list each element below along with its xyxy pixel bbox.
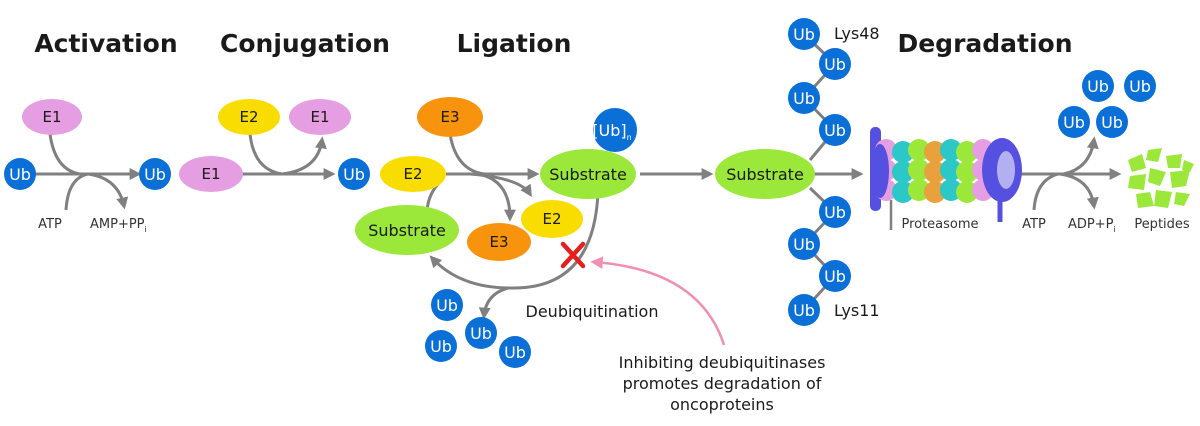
svg-text:E3: E3 (489, 233, 508, 251)
substrate-polyubiquitinated: Substrate (715, 149, 815, 199)
e1-released: E1 (289, 99, 351, 135)
svg-text:Ub: Ub (1087, 77, 1109, 96)
deubiquitination-label: Deubiquitination (526, 302, 659, 321)
svg-text:E1: E1 (201, 165, 220, 183)
peptides-icon (1128, 148, 1194, 208)
svg-text:E2: E2 (403, 165, 422, 183)
svg-text:Ub: Ub (1129, 77, 1151, 96)
note-line-2: promotes degradation of (623, 374, 822, 393)
stage-title-degradation: Degradation (897, 29, 1072, 58)
e3-released: E3 (467, 223, 531, 261)
svg-text:Ub: Ub (436, 296, 458, 315)
svg-text:Ub: Ub (343, 165, 365, 184)
ub-chain-upper: Ub Ub Ub Ub (788, 18, 851, 146)
stage-title-ligation: Ligation (457, 29, 572, 58)
ub-chain-n: [Ub]n (592, 108, 637, 152)
svg-text:E1: E1 (310, 108, 329, 126)
svg-text:Ub: Ub (793, 89, 815, 108)
svg-text:E3: E3 (440, 108, 459, 126)
amp-pp-label: AMP+PPi (90, 217, 147, 234)
block-x-icon (560, 241, 586, 269)
note-line-1: Inhibiting deubiquitinases (619, 353, 826, 372)
substrate-ubiquitinated: Substrate (540, 149, 636, 199)
proteasome-label: Proteasome (901, 217, 978, 232)
free-ub-group: Ub Ub Ub Ub (425, 289, 531, 368)
substrate-free: Substrate (355, 205, 459, 255)
lys48-label: Lys48 (834, 24, 880, 43)
recycled-ub-group: Ub Ub Ub Ub (1058, 70, 1156, 138)
note-arrow (590, 256, 726, 346)
proteasome-icon (870, 127, 1022, 230)
svg-text:Ub: Ub (504, 343, 526, 362)
svg-text:Ub: Ub (9, 165, 31, 184)
svg-text:Ub: Ub (1101, 113, 1123, 132)
stage-title-activation: Activation (34, 29, 177, 58)
e1-activation: E1 (22, 99, 82, 135)
svg-text:Ub: Ub (470, 324, 492, 343)
svg-text:Ub: Ub (793, 301, 815, 320)
adp-p-label: ADP+Pi (1068, 217, 1116, 234)
ub-e1-complex: E1 Ub (139, 156, 243, 192)
svg-text:Ub: Ub (793, 25, 815, 44)
svg-text:Substrate: Substrate (726, 165, 804, 184)
ub-chain-lower: Ub Ub Ub Ub (788, 196, 851, 326)
svg-text:[Ub]n: [Ub]n (592, 121, 631, 142)
e2-released: E2 (521, 200, 583, 238)
svg-text:Ub: Ub (144, 165, 166, 184)
svg-text:E2: E2 (542, 210, 561, 228)
svg-text:Ub: Ub (824, 55, 846, 74)
svg-text:Ub: Ub (824, 267, 846, 286)
svg-text:Ub: Ub (824, 121, 846, 140)
e3-ligation: E3 (417, 97, 483, 137)
e2-conjugation: E2 (218, 99, 280, 135)
stage-title-conjugation: Conjugation (220, 29, 390, 58)
svg-text:Substrate: Substrate (549, 165, 627, 184)
svg-text:Substrate: Substrate (368, 221, 446, 240)
svg-text:E2: E2 (239, 108, 258, 126)
atp-degradation: ATP (1022, 217, 1046, 232)
lys11-label: Lys11 (834, 301, 880, 320)
svg-text:Ub: Ub (430, 337, 452, 356)
svg-text:E1: E1 (42, 108, 61, 126)
atp-activation: ATP (38, 217, 62, 232)
note-line-3: oncoproteins (670, 395, 774, 414)
ub-activation: Ub (4, 158, 36, 190)
svg-text:Ub: Ub (1063, 113, 1085, 132)
svg-text:Ub: Ub (824, 203, 846, 222)
svg-text:Ub: Ub (793, 235, 815, 254)
ub-e2-complex: E2 Ub (338, 156, 446, 192)
peptides-label: Peptides (1134, 217, 1190, 232)
